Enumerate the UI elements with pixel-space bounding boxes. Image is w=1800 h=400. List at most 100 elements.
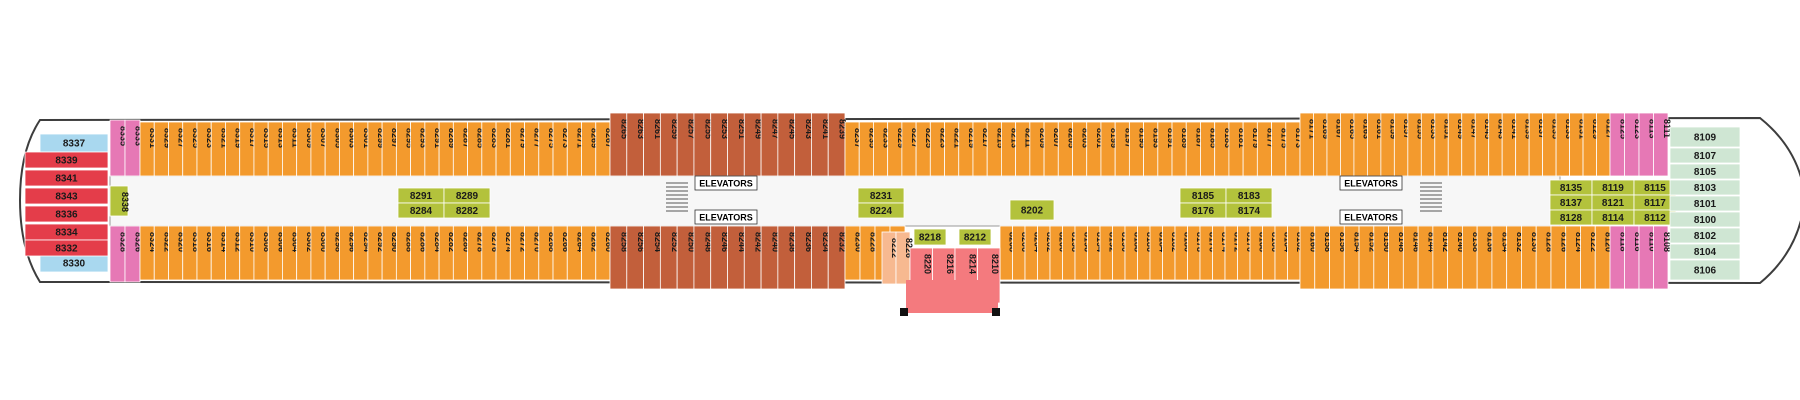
cabin-8120[interactable]: 8120: [1594, 225, 1614, 290]
cabin-8185[interactable]: 8185: [1179, 187, 1227, 204]
cabin-8334[interactable]: 8334: [24, 223, 109, 241]
cabin-number: 8281: [504, 128, 514, 148]
cabin-8295[interactable]: 8295: [395, 121, 414, 177]
cabin-8151[interactable]: 8151: [1434, 112, 1453, 177]
cabin-8231[interactable]: 8231: [857, 187, 905, 204]
cabin-number: 8150: [1382, 232, 1392, 252]
cabin-number: 8262: [590, 232, 600, 252]
cabin-8336[interactable]: 8336: [24, 205, 109, 223]
cabin-8233[interactable]: 8233: [873, 121, 892, 177]
cabin-number: 8257: [687, 119, 697, 139]
cabin-number: 8246: [720, 232, 730, 252]
cabin-8211[interactable]: 8211: [1015, 121, 1034, 177]
cabin-8121[interactable]: 8121: [1591, 194, 1635, 211]
cabin-8307[interactable]: 8307: [310, 121, 329, 177]
cabin-8107[interactable]: 8107: [1669, 147, 1741, 164]
cabin-box: [1669, 195, 1741, 212]
cabin-8101[interactable]: 8101: [1669, 195, 1741, 212]
cabin-8325[interactable]: 8325: [182, 121, 201, 177]
cabin-8167[interactable]: 8167: [1326, 112, 1345, 177]
cabin-8329[interactable]: 8329: [153, 121, 172, 177]
cabin-8254[interactable]: 8254: [643, 225, 663, 290]
cabin-number: 8147: [1469, 119, 1479, 139]
cabin-8106[interactable]: 8106: [1669, 259, 1741, 281]
cabin-number: 8130: [1530, 232, 1540, 252]
cabin-8245[interactable]: 8245: [777, 112, 797, 177]
cabin-number: 8107: [1694, 151, 1717, 162]
cabin-8174[interactable]: 8174: [1225, 202, 1273, 219]
cabin-number: 8177: [1265, 128, 1275, 148]
cabin-8176[interactable]: 8176: [1179, 202, 1227, 219]
cabin-8187[interactable]: 8187: [1185, 121, 1204, 177]
elevators-text: ELEVATORS: [699, 179, 753, 189]
cabin-8212[interactable]: 8212: [958, 228, 992, 246]
cabin-8202[interactable]: 8202: [1009, 199, 1055, 221]
cabin-8135[interactable]: 8135: [1549, 179, 1593, 196]
cabin-8330[interactable]: 8330: [39, 253, 109, 273]
cabin-8108[interactable]: 8108: [1653, 225, 1672, 290]
cabin-8259[interactable]: 8259: [659, 112, 680, 177]
cabin-8339[interactable]: 8339: [24, 151, 109, 169]
cabin-8109[interactable]: 8109: [1669, 126, 1741, 148]
cabin-number: 8195: [1137, 128, 1147, 148]
cabin-8331[interactable]: 8331: [139, 121, 158, 177]
cabin-8338[interactable]: 8338: [109, 185, 130, 217]
cabin-8137[interactable]: 8137: [1549, 194, 1593, 211]
cabin-8103[interactable]: 8103: [1669, 179, 1741, 196]
cabin-8135[interactable]: 8135: [1542, 112, 1561, 177]
cabin-number: 8137: [1560, 198, 1583, 209]
cabin-8332[interactable]: 8332: [24, 239, 109, 257]
cabin-8301[interactable]: 8301: [353, 121, 372, 177]
anchor-marker: [992, 308, 1000, 316]
cabin-8302[interactable]: 8302: [296, 225, 315, 281]
cabin-8218[interactable]: 8218: [913, 228, 947, 246]
cabin-number: 8214: [967, 254, 977, 274]
cabin-8343[interactable]: 8343: [24, 187, 109, 205]
cabin-8155[interactable]: 8155: [1407, 112, 1426, 177]
cabin-8119[interactable]: 8119: [1591, 179, 1635, 196]
cabin-8320[interactable]: 8320: [168, 225, 187, 281]
cabin-8264[interactable]: 8264: [566, 225, 585, 281]
cabin-number: 8128: [1545, 232, 1555, 252]
cabin-8315[interactable]: 8315: [253, 121, 272, 177]
cabin-8237[interactable]: 8237: [844, 121, 863, 177]
cabin-8279[interactable]: 8279: [509, 121, 528, 177]
cabin-8319[interactable]: 8319: [225, 121, 244, 177]
cabin-box: [24, 187, 109, 205]
cabin-8128[interactable]: 8128: [1535, 225, 1555, 290]
cabin-8102[interactable]: 8102: [1669, 227, 1741, 244]
cabin-8111[interactable]: 8111: [1653, 112, 1672, 177]
cabin-number: 8248: [703, 232, 713, 252]
cabin-8193[interactable]: 8193: [1143, 121, 1162, 177]
cabin-8291[interactable]: 8291: [397, 187, 445, 204]
cabin-8246[interactable]: 8246: [710, 225, 730, 290]
cabin-8100[interactable]: 8100: [1669, 211, 1741, 228]
cabin-8337[interactable]: 8337: [39, 133, 109, 153]
cabin-8242[interactable]: 8242: [743, 225, 764, 290]
cabin-8291[interactable]: 8291: [424, 121, 443, 177]
cabin-8238[interactable]: 8238: [777, 225, 797, 290]
cabin-8282[interactable]: 8282: [443, 202, 491, 219]
cabin-number: 8265: [619, 119, 629, 139]
cabin-8285[interactable]: 8285: [467, 121, 486, 177]
cabin-8341[interactable]: 8341: [24, 169, 109, 187]
cabin-8114[interactable]: 8114: [1591, 209, 1635, 226]
cabin-8278[interactable]: 8278: [467, 225, 486, 281]
cabin-8146[interactable]: 8146: [1402, 225, 1422, 290]
cabin-8105[interactable]: 8105: [1669, 163, 1741, 180]
cabin-number: 8321: [219, 128, 229, 148]
cabin-8128[interactable]: 8128: [1549, 209, 1593, 226]
cabin-8235[interactable]: 8235: [858, 121, 877, 177]
cabin-8224[interactable]: 8224: [857, 202, 905, 219]
cabin-8183[interactable]: 8183: [1225, 187, 1273, 204]
cabin-8306[interactable]: 8306: [267, 225, 286, 281]
cabin-8312[interactable]: 8312: [225, 225, 244, 281]
cabin-8104[interactable]: 8104: [1669, 243, 1741, 260]
cabin-number: 8156: [1338, 232, 1348, 252]
cabin-number: 8250: [687, 232, 697, 252]
cabin-8284[interactable]: 8284: [397, 202, 445, 219]
cabin-8289[interactable]: 8289: [443, 187, 491, 204]
cabin-number: 8316: [205, 232, 215, 252]
cabin-number: 8175: [1280, 128, 1290, 148]
